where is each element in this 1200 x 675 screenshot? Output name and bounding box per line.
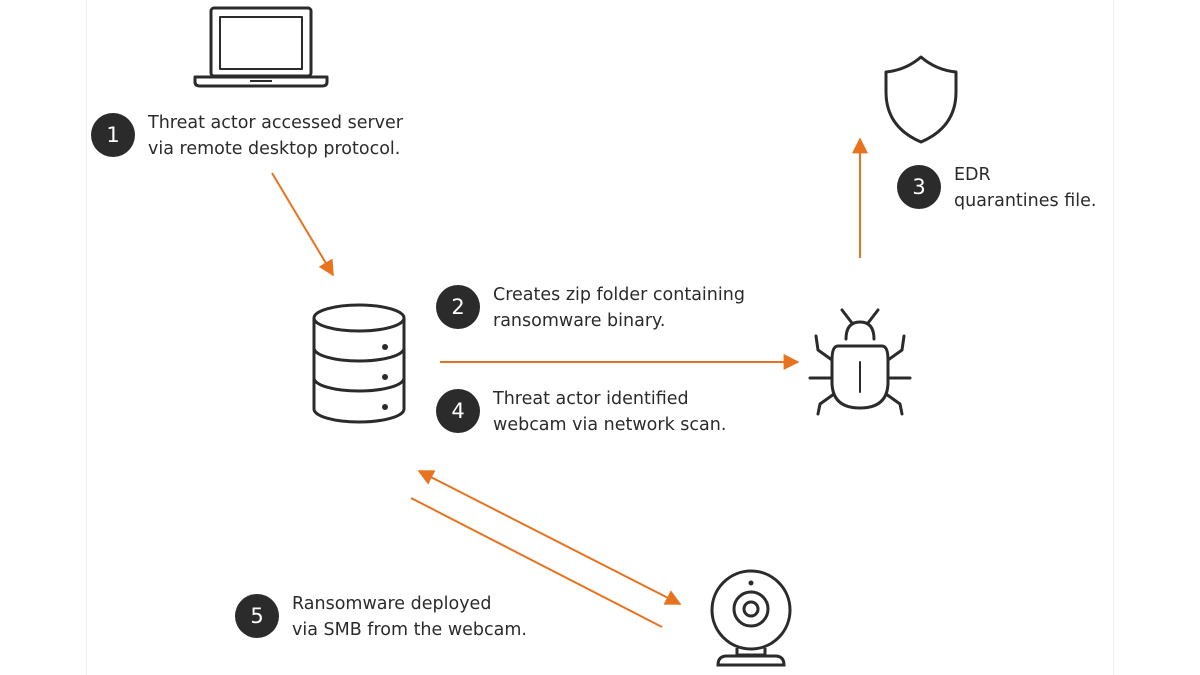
step-number-badge: 5 (235, 594, 279, 638)
arrow-webcam-to-server (410, 497, 663, 628)
step-3: 3 EDR quarantines file. (897, 165, 1096, 214)
arrow-laptop-to-server (271, 172, 334, 277)
step-number-badge: 2 (436, 285, 480, 329)
step-number-badge: 4 (436, 389, 480, 433)
step-1: 1 Threat actor accessed server via remot… (91, 113, 403, 162)
step-4: 4 Threat actor identified webcam via net… (436, 389, 726, 438)
step-2: 2 Creates zip folder containing ransomwa… (436, 285, 745, 334)
step-5: 5 Ransomware deployed via SMB from the w… (235, 594, 527, 643)
bug-icon (808, 308, 912, 416)
shield-icon (884, 55, 958, 144)
step-caption: Threat actor identified webcam via netwo… (493, 389, 727, 435)
step-number-badge: 3 (897, 165, 941, 209)
webcam-icon (710, 569, 792, 667)
step-caption: Creates zip folder containing ransomware… (493, 285, 745, 331)
laptop-icon (193, 6, 329, 88)
step-number-badge: 1 (91, 113, 135, 157)
arrow-server-to-webcam (417, 470, 682, 605)
step-caption: Ransomware deployed via SMB from the web… (292, 594, 527, 640)
step-caption: Threat actor accessed server via remote … (148, 113, 403, 159)
step-caption: EDR quarantines file. (954, 165, 1097, 211)
database-server-icon (312, 303, 406, 424)
